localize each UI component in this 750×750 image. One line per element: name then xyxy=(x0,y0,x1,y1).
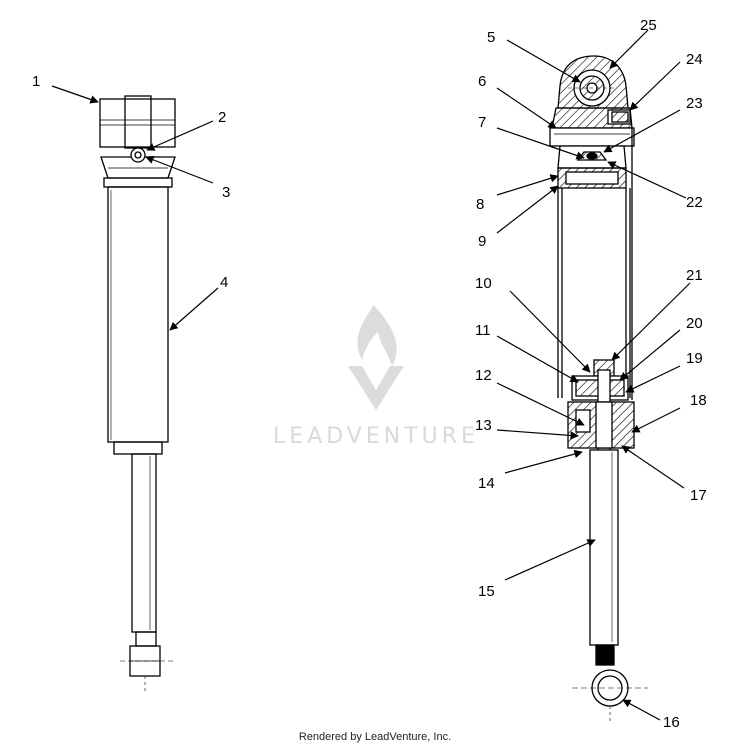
piston-shaft xyxy=(131,453,157,633)
head-collar xyxy=(549,127,635,147)
callout-3: 3 xyxy=(222,184,230,201)
callout-labels: 1 2 3 4 5 6 7 8 9 10 11 12 13 14 15 16 1… xyxy=(32,17,707,731)
shock-body xyxy=(107,186,169,443)
body-collar xyxy=(103,177,173,188)
callout-23: 23 xyxy=(686,95,703,112)
callout-14: 14 xyxy=(478,475,495,492)
callout-5: 5 xyxy=(487,29,495,46)
watermark-text: LEADVENTURE xyxy=(273,424,479,449)
callout-6: 6 xyxy=(478,73,486,90)
callout-10: 10 xyxy=(475,275,492,292)
air-valve-fitting xyxy=(130,147,146,163)
callout-9: 9 xyxy=(478,233,486,250)
callout-19: 19 xyxy=(686,350,703,367)
air-valve xyxy=(611,111,629,123)
seal-cap xyxy=(113,441,163,455)
callout-18: 18 xyxy=(690,392,707,409)
callout-1: 1 xyxy=(32,73,40,90)
shaft-boot xyxy=(135,631,157,647)
callout-11: 11 xyxy=(475,322,491,339)
bleed-screw xyxy=(586,152,598,160)
callout-7: 7 xyxy=(478,114,486,131)
upper-mount-sleeve xyxy=(124,95,152,149)
callout-2: 2 xyxy=(218,109,226,126)
callout-16: 16 xyxy=(663,714,680,731)
callout-15: 15 xyxy=(478,583,495,600)
callout-22: 22 xyxy=(686,194,703,211)
callout-17: 17 xyxy=(690,487,707,504)
callout-25: 25 xyxy=(640,17,657,34)
shock-cutaway-view xyxy=(549,55,648,722)
callout-24: 24 xyxy=(686,51,703,68)
upper-eye-mount xyxy=(557,55,629,109)
shaft-bumper xyxy=(595,644,615,666)
seal-head-oring xyxy=(575,409,591,433)
callout-12: 12 xyxy=(475,367,492,384)
flame-logo-icon xyxy=(348,305,404,410)
callout-13: 13 xyxy=(475,417,492,434)
callout-8: 8 xyxy=(476,196,484,213)
leader-lines xyxy=(51,29,691,721)
shaft xyxy=(589,449,619,646)
shock-assembled-view xyxy=(99,95,176,692)
upper-mount-block xyxy=(99,98,176,148)
floating-piston-seal xyxy=(565,171,619,185)
callout-20: 20 xyxy=(686,315,703,332)
footer-credit: Rendered by LeadVenture, Inc. xyxy=(298,731,452,743)
callout-4: 4 xyxy=(220,274,228,291)
air-valve-cap xyxy=(134,151,142,159)
callout-21: 21 xyxy=(686,267,703,284)
leadventure-watermark: LEADVENTURE xyxy=(273,305,479,449)
